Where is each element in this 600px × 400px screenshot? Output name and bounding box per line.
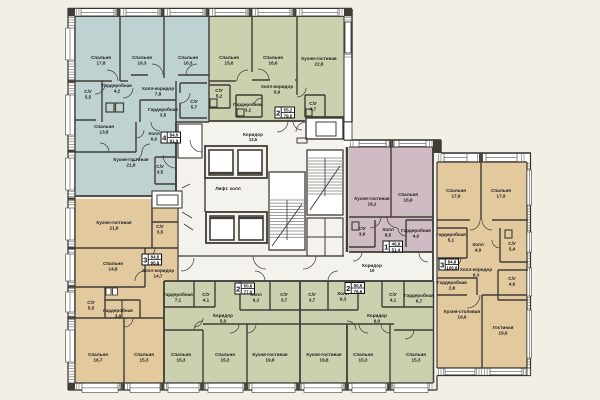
svg-text:105,8: 105,8 (446, 265, 458, 270)
svg-text:1: 1 (384, 243, 388, 252)
svg-text:С/У4,1: С/У4,1 (389, 292, 397, 303)
svg-text:84,0: 84,0 (170, 133, 179, 138)
svg-text:С/У3,7: С/У3,7 (308, 292, 316, 303)
svg-text:3: 3 (143, 256, 147, 265)
svg-text:С/У5,4: С/У5,4 (508, 241, 516, 252)
svg-text:С/У5,5: С/У5,5 (84, 89, 92, 100)
svg-text:51,4: 51,4 (392, 247, 401, 252)
svg-text:С/У5,2: С/У5,2 (215, 88, 223, 99)
svg-text:4: 4 (162, 134, 167, 143)
svg-text:С/У3,5: С/У3,5 (156, 224, 164, 235)
svg-text:76,6: 76,6 (354, 289, 363, 294)
svg-text:С/У3,7: С/У3,7 (280, 292, 288, 303)
svg-text:2: 2 (346, 284, 350, 293)
svg-text:19: 19 (370, 268, 375, 273)
svg-text:46,9: 46,9 (392, 242, 401, 247)
svg-text:77,6: 77,6 (244, 289, 253, 294)
svg-text:13,6: 13,6 (249, 137, 258, 142)
svg-text:95,8: 95,8 (151, 260, 160, 265)
svg-text:84,8: 84,8 (151, 255, 160, 260)
svg-text:50,6: 50,6 (354, 283, 363, 288)
svg-text:С/У3,9: С/У3,9 (358, 226, 366, 237)
svg-text:91,0: 91,0 (170, 138, 179, 143)
svg-text:79,0: 79,0 (284, 113, 293, 118)
svg-text:С/У4,6: С/У4,6 (508, 276, 516, 287)
svg-text:3: 3 (440, 261, 444, 270)
svg-text:55,2: 55,2 (284, 108, 293, 113)
svg-text:С/У5,5: С/У5,5 (87, 300, 95, 311)
svg-text:С/У5,7: С/У5,7 (190, 99, 198, 110)
svg-text:84,8: 84,8 (448, 260, 457, 265)
svg-text:2: 2 (236, 285, 240, 294)
svg-text:Лифт. холл: Лифт. холл (215, 185, 240, 191)
svg-text:С/У4,1: С/У4,1 (202, 292, 210, 303)
svg-text:2: 2 (276, 109, 280, 118)
svg-text:С/У4,7: С/У4,7 (309, 101, 317, 112)
svg-text:С/У3,5: С/У3,5 (156, 164, 164, 175)
svg-text:Коридор: Коридор (243, 132, 263, 137)
svg-text:Коридор: Коридор (362, 263, 382, 268)
svg-text:50,6: 50,6 (244, 284, 253, 289)
